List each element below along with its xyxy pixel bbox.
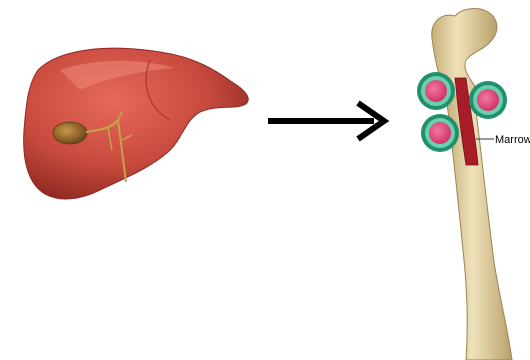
stem-cell (417, 72, 455, 110)
liver-illustration (24, 48, 249, 199)
right-arrow-icon (268, 103, 384, 139)
femur-bone-illustration: Marrow (417, 9, 530, 360)
gallbladder (53, 122, 87, 144)
marrow-label: Marrow (495, 134, 530, 146)
stem-cell (421, 114, 459, 152)
stem-cell (469, 81, 507, 119)
